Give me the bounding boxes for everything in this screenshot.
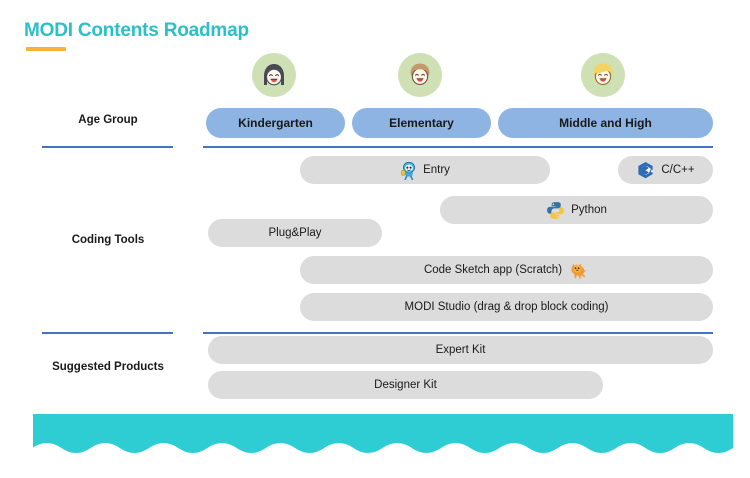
row-label-suggested-products: Suggested Products (52, 361, 164, 373)
bottom-wave-decoration (32, 414, 734, 466)
coding-tool-label: Code Sketch app (Scratch) (423, 264, 563, 276)
boy-brown-hair-avatar-icon (398, 53, 442, 97)
age-group-pill-elementary[interactable]: Elementary (352, 108, 491, 138)
row-divider-products-right (203, 332, 713, 334)
product-label: Designer Kit (374, 379, 437, 391)
product-pill-designer-kit[interactable]: Designer Kit (208, 371, 603, 399)
coding-tool-label: MODI Studio (drag & drop block coding) (404, 301, 609, 313)
coding-tool-pill-python[interactable]: Python (440, 196, 713, 224)
scratch-cat-icon (569, 261, 589, 279)
row-label-coding-tools: Coding Tools (71, 234, 145, 246)
age-group-pill-kindergarten[interactable]: Kindergarten (206, 108, 345, 138)
coding-tool-label: C/C++ (661, 164, 695, 176)
coding-tool-pill-modi-studio[interactable]: MODI Studio (drag & drop block coding) (300, 293, 713, 321)
python-logo-icon (546, 201, 565, 220)
coding-tool-label: Python (571, 204, 607, 216)
coding-tool-label: Entry (423, 164, 450, 176)
product-label: Expert Kit (435, 344, 486, 356)
cpp-logo-icon (636, 161, 655, 180)
product-pill-expert-kit[interactable]: Expert Kit (208, 336, 713, 364)
coding-tool-pill-entry[interactable]: Entry (300, 156, 550, 184)
boy-blonde-hair-avatar-icon (581, 53, 625, 97)
age-group-label: Kindergarten (238, 116, 313, 130)
coding-tool-pill-plug-and-play[interactable]: Plug&Play (208, 219, 382, 247)
girl-dark-hair-avatar-icon (252, 53, 296, 97)
coding-tool-pill-code-sketch-app[interactable]: Code Sketch app (Scratch) (300, 256, 713, 284)
age-group-label: Middle and High (559, 116, 652, 130)
title-underline-accent (26, 47, 66, 51)
age-group-pill-middle-and-high[interactable]: Middle and High (498, 108, 713, 138)
row-divider-age-group-right (203, 146, 713, 148)
page-title: MODI Contents Roadmap (24, 20, 249, 41)
coding-tool-label: Plug&Play (268, 227, 322, 239)
row-divider-age-group-left (42, 146, 173, 148)
coding-tool-pill-c-cpp[interactable]: C/C++ (618, 156, 713, 184)
entry-robot-icon (400, 161, 417, 180)
age-group-label: Elementary (389, 116, 454, 130)
row-divider-products-left (42, 332, 173, 334)
row-label-age-group: Age Group (78, 114, 138, 126)
